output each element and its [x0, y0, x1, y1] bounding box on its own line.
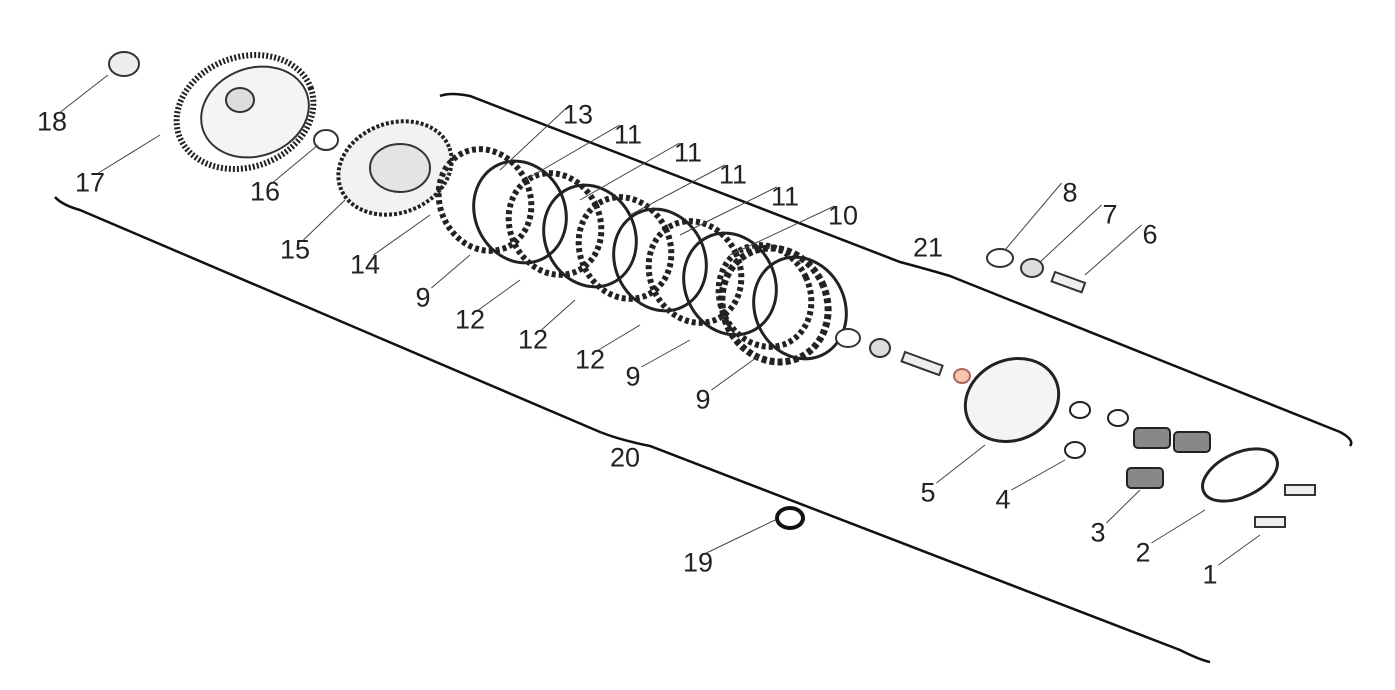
nut: [869, 338, 891, 358]
leader-line: [303, 199, 346, 241]
spring-3: [1126, 467, 1164, 489]
leader-line: [729, 205, 835, 256]
group-21-bracket: [439, 92, 1353, 447]
group-20-bracket: [54, 196, 1211, 664]
spring-seat: [1069, 401, 1091, 419]
callout-9: 9: [695, 384, 711, 415]
seal-19: [775, 506, 805, 530]
leader-line: [1106, 489, 1141, 524]
callout-9: 9: [415, 282, 431, 313]
leader-line: [478, 279, 521, 311]
callout-13: 13: [562, 99, 594, 130]
callout-17: 17: [74, 167, 106, 198]
spring-3: [1173, 431, 1211, 453]
callout-1: 1: [1202, 559, 1218, 590]
callout-18: 18: [36, 106, 68, 137]
callout-16: 16: [249, 176, 281, 207]
leader-line: [579, 142, 680, 201]
callout-11: 11: [673, 137, 703, 168]
callout-4: 4: [995, 484, 1011, 515]
leader-line: [431, 254, 471, 289]
callout-20: 20: [609, 442, 641, 473]
leader-line: [679, 186, 777, 236]
bolt-1: [1254, 516, 1286, 528]
spring-cover-2: [1201, 447, 1279, 503]
clutch-basket-hub: [225, 87, 255, 113]
callout-11: 11: [718, 159, 748, 190]
inner-hub-center: [369, 143, 431, 193]
bolt-6: [1050, 270, 1087, 294]
clutch-plate: [575, 194, 675, 302]
pushrod: [900, 350, 944, 377]
leader-line: [1084, 224, 1142, 276]
clutch-plate: [472, 159, 568, 265]
leader-line: [373, 214, 431, 256]
washer-16: [313, 129, 339, 151]
leader-line: [541, 299, 576, 331]
spring-seat: [1107, 409, 1129, 427]
leader-line: [641, 339, 691, 368]
leader-line: [1151, 509, 1206, 544]
leader-line: [1039, 204, 1102, 263]
leader-line: [273, 144, 319, 183]
friction-plate-9: [718, 244, 832, 366]
callout-12: 12: [454, 304, 486, 335]
leader-line: [629, 164, 725, 216]
leader-line: [60, 74, 109, 113]
callout-3: 3: [1090, 517, 1106, 548]
callout-11: 11: [613, 119, 643, 150]
bolt-1: [1284, 484, 1316, 496]
callout-7: 7: [1102, 199, 1118, 230]
leader-line: [598, 324, 641, 351]
callout-2: 2: [1135, 537, 1151, 568]
clutch-plate: [505, 170, 605, 278]
callout-12: 12: [517, 324, 549, 355]
clutch-plate: [612, 207, 708, 313]
callout-19: 19: [682, 547, 714, 578]
callout-10: 10: [827, 200, 859, 231]
clutch-plate: [542, 183, 638, 289]
leader-line: [1011, 459, 1066, 491]
callout-21: 21: [912, 232, 944, 263]
callout-12: 12: [574, 344, 606, 375]
leader-line: [936, 444, 986, 484]
callout-14: 14: [349, 249, 381, 280]
clutch-basket-body: [200, 65, 310, 159]
leader-line: [706, 519, 776, 554]
callout-8: 8: [1062, 177, 1078, 208]
clutch-plate: [752, 255, 848, 361]
clutch-plate: [645, 218, 745, 326]
leader-line: [524, 124, 620, 181]
washer-8: [986, 248, 1014, 268]
callout-15: 15: [279, 234, 311, 265]
bushing-18: [108, 51, 140, 77]
callout-9: 9: [625, 361, 641, 392]
washer: [835, 328, 861, 348]
leader-line: [1218, 534, 1261, 566]
leader-line: [711, 354, 761, 391]
bearing: [953, 368, 971, 384]
leader-line: [1004, 182, 1062, 251]
nut-7: [1020, 258, 1044, 278]
pressure-plate-5: [963, 356, 1061, 444]
leader-line: [499, 104, 570, 171]
spring-3: [1133, 427, 1171, 449]
callout-11: 11: [770, 181, 800, 212]
leader-line: [98, 134, 161, 174]
clutch-plate: [715, 242, 815, 350]
callout-5: 5: [920, 477, 936, 508]
spring-seat: [1064, 441, 1086, 459]
callout-6: 6: [1142, 219, 1158, 250]
